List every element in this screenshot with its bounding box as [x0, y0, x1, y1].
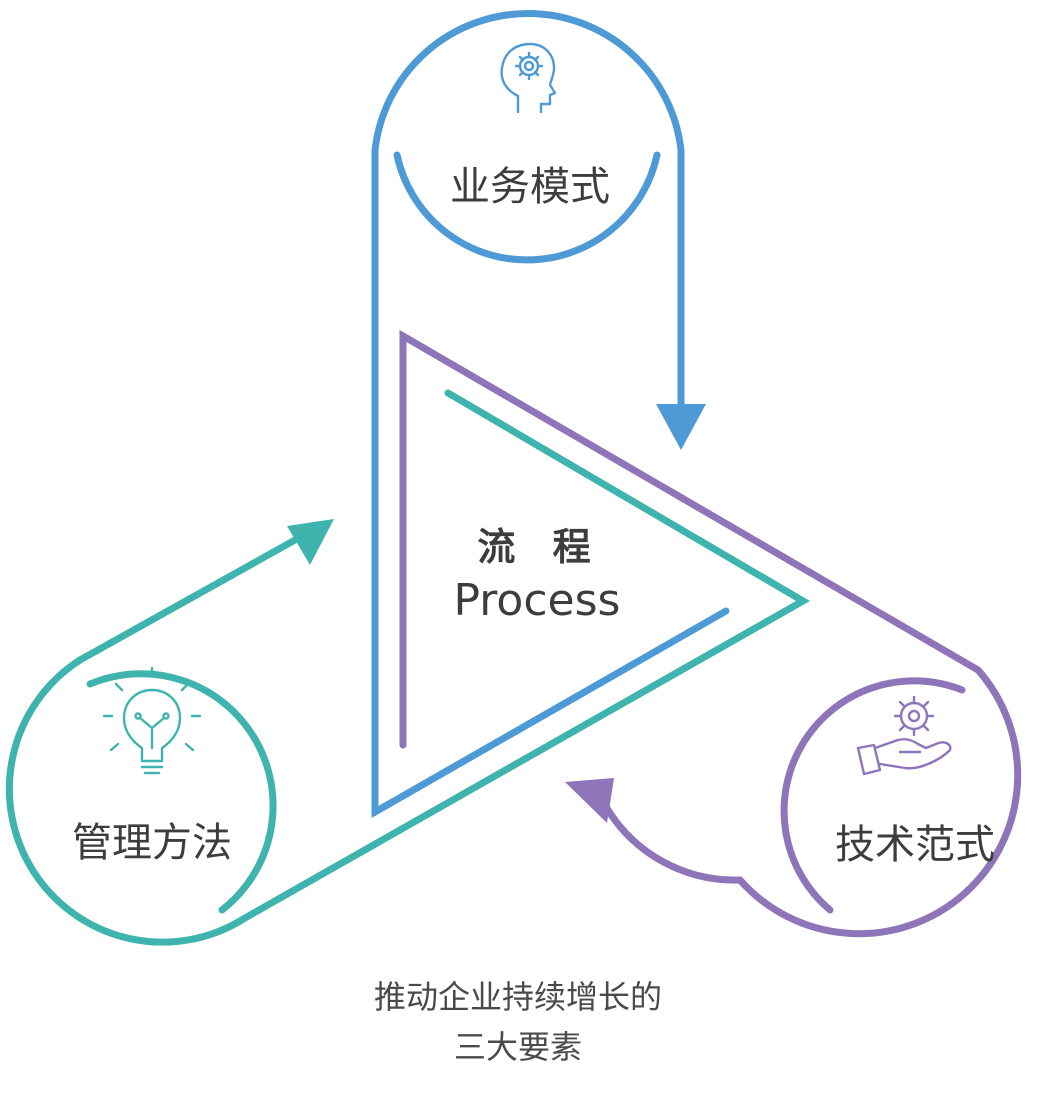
tech-paradigm-label: 技术范式	[835, 822, 995, 868]
hand-gear-icon	[856, 695, 952, 776]
head-gear-icon	[500, 42, 557, 114]
management-method-arrow	[287, 519, 334, 565]
tech-paradigm-outer-path	[399, 329, 1022, 938]
process-subtitle: Process	[454, 575, 621, 626]
management-method-inner-arc	[86, 670, 277, 914]
process-title: 流 程	[477, 525, 602, 569]
tech-paradigm-arrow	[565, 778, 614, 823]
lightbulb-icon	[102, 666, 202, 775]
caption-line-2: 三大要素	[454, 1028, 582, 1066]
caption-line-1: 推动企业持续增长的	[374, 978, 662, 1016]
business-model-inner-arc	[393, 151, 661, 264]
tech-paradigm-inner-arc	[780, 677, 966, 914]
management-method-loop	[5, 389, 811, 946]
business-model-label: 业务模式	[450, 164, 610, 210]
tech-paradigm-loop	[399, 329, 1022, 938]
business-model-outer-path	[371, 10, 730, 819]
business-model-loop	[371, 10, 730, 819]
management-method-label: 管理方法	[72, 820, 232, 866]
business-model-arrow	[656, 404, 706, 450]
management-method-outer-path	[5, 389, 811, 946]
